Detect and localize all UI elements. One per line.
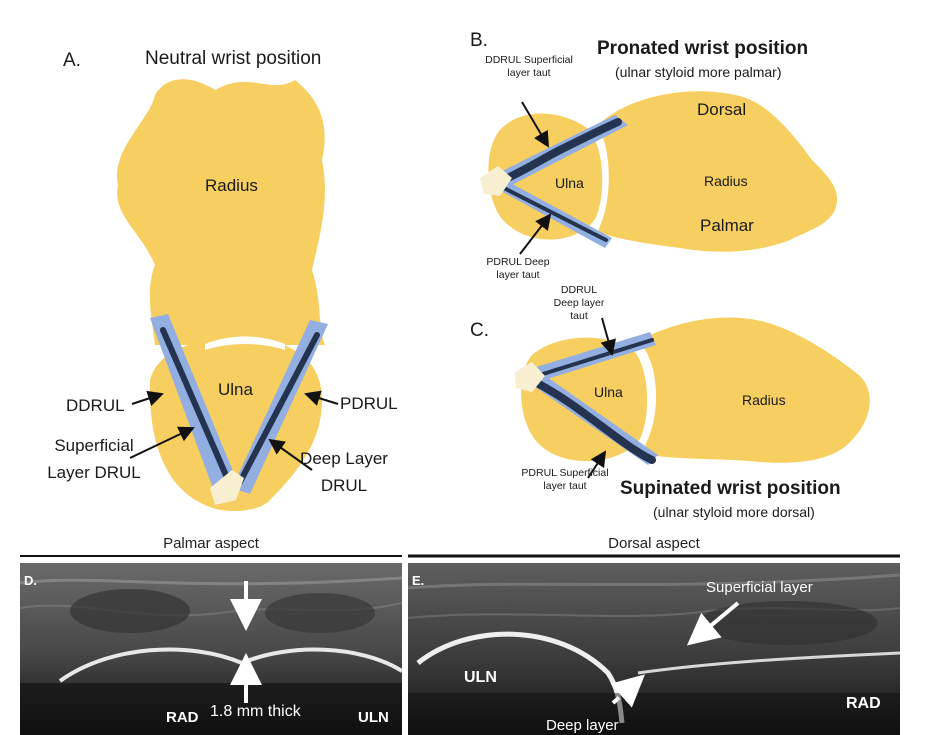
rad-label-e: RAD (846, 695, 881, 712)
uln-label-d: ULN (358, 709, 389, 726)
panel-b-subtitle: (ulnar styloid more palmar) (615, 64, 782, 80)
radius-bone-c (635, 317, 870, 463)
palmar-aspect-header: Palmar aspect (163, 535, 259, 552)
ulnar-styloid-b (480, 166, 512, 196)
panel-e-letter: E. (412, 573, 425, 588)
radius-label-a: Radius (205, 176, 258, 195)
ultrasound-palmar-image: D. RAD 1.8 mm thick ULN (20, 563, 402, 735)
panel-c-letter: C. (470, 320, 489, 341)
ddrul-note-b: DDRUL Superficial layer taut (485, 54, 573, 79)
joint-gap-a (205, 336, 285, 350)
deep-layer-label-a: Deep Layer DRUL (300, 449, 388, 495)
pdrul-note-b: PDRUL Deep layer taut (486, 256, 550, 281)
superficial-layer-label-e: Superficial layer (706, 579, 813, 596)
panel-a-title: Neutral wrist position (145, 48, 322, 69)
ddrul-note-c: DDRUL Deep layer taut (553, 284, 605, 322)
panel-b-letter: B. (470, 30, 488, 51)
pdrul-note-c: PDRUL Superficial layer taut (521, 467, 609, 492)
uln-label-e: ULN (464, 669, 497, 686)
panel-a-letter: A. (63, 50, 81, 71)
panel-b-title: Pronated wrist position (597, 38, 809, 59)
panel-d-letter: D. (24, 573, 37, 588)
dorsal-label-b: Dorsal (697, 100, 747, 119)
ultrasound-dorsal-texture (408, 563, 900, 735)
ulnar-styloid-c (515, 362, 545, 392)
thickness-label: 1.8 mm thick (210, 703, 301, 720)
radius-bone-b (598, 91, 838, 252)
panel-c-subtitle: (ulnar styloid more dorsal) (653, 504, 815, 520)
rad-label-d: RAD (166, 709, 199, 726)
ulnar-styloid-a (210, 470, 244, 505)
palmar-label-b: Palmar (700, 216, 754, 235)
panel-c-title: Supinated wrist position (620, 478, 841, 499)
superficial-layer-label-a: Superficial Layer DRUL (47, 436, 141, 482)
radius-label-c: Radius (742, 392, 786, 408)
radius-bone-a (116, 79, 325, 346)
pdrul-label-a: PDRUL (340, 394, 398, 413)
joint-gap-c (635, 348, 656, 447)
dorsal-aspect-header: Dorsal aspect (608, 535, 700, 552)
ultrasound-dorsal-image: E. Superficial layer ULN RAD Deep layer (408, 563, 900, 735)
ulna-label-a: Ulna (218, 380, 253, 399)
ddrul-label-a: DDRUL (66, 396, 125, 415)
deep-layer-label-e: Deep layer (546, 717, 619, 734)
radius-label-b: Radius (704, 173, 748, 189)
ultrasound-palmar-texture (20, 563, 402, 735)
joint-gap-b (590, 126, 609, 226)
ulna-label-b: Ulna (555, 175, 584, 191)
ulna-label-c: Ulna (594, 384, 623, 400)
